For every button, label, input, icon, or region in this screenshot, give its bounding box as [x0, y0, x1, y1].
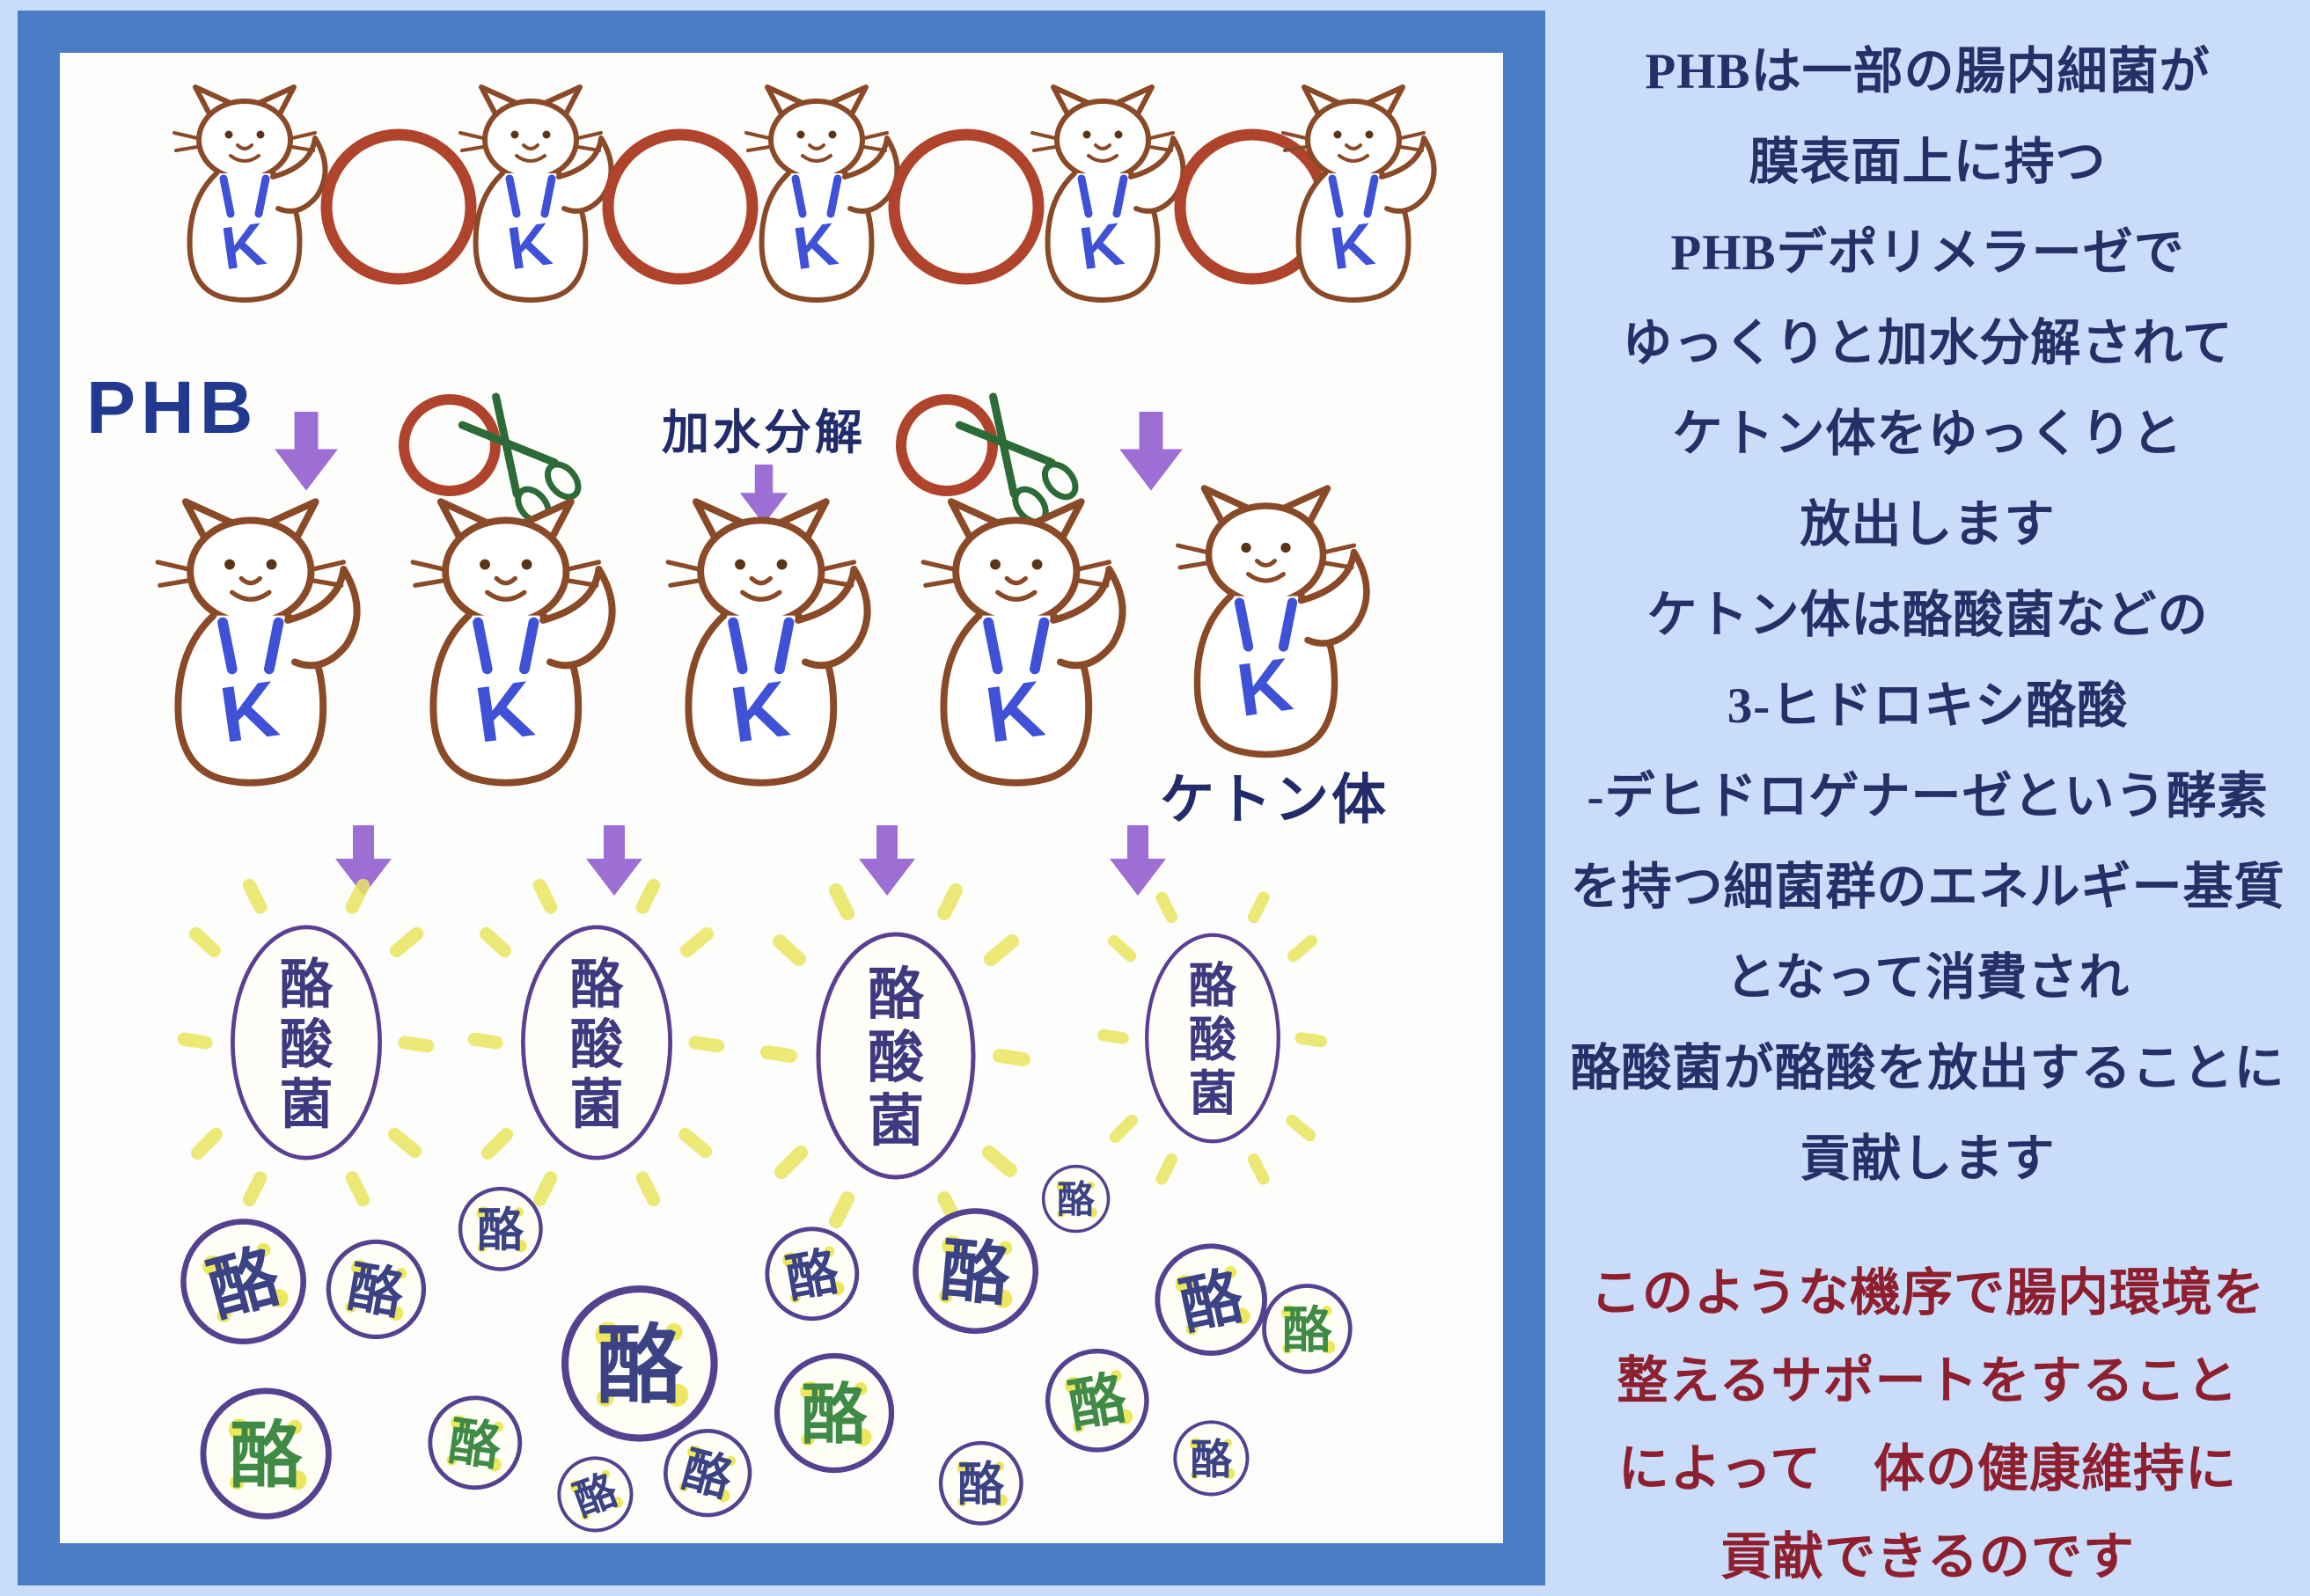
- bacteria-cell-icon: [184, 885, 427, 1199]
- phb-cat-icon: [1032, 87, 1184, 300]
- text-line: によって 体の健康維持に: [1617, 1440, 2238, 1497]
- down-arrow-icon: [1119, 412, 1183, 491]
- ketone-cat-icon: [1178, 488, 1367, 755]
- butyrate-molecule-icon: [546, 1446, 644, 1543]
- phb-label: PHB: [86, 366, 258, 449]
- text-line: 3-ヒドロキシ酪酸: [1727, 678, 2129, 734]
- butyrate-molecule-icon: [1173, 1420, 1250, 1497]
- ketone-cat-icon: [923, 501, 1122, 782]
- butyrate-molecule-icon: [460, 1189, 541, 1270]
- butyrate-molecule-icon: [203, 1391, 328, 1516]
- text-line: ゆっくりと加水分解されて: [1622, 316, 2233, 371]
- down-arrow-icon: [275, 412, 338, 491]
- butyrate-molecule-icon: [1148, 1236, 1274, 1363]
- down-arrow-icon: [586, 825, 642, 896]
- phb-cat-icon: [174, 87, 326, 300]
- bacteria-cell-icon: [1104, 897, 1321, 1179]
- phb-ring-icon: [608, 135, 752, 279]
- phb-cat-icon: [746, 87, 898, 300]
- conclusion-paragraph: このような機序で腸内環境を 整えるサポートをすること によって 体の健康維持に …: [1545, 1249, 2310, 1596]
- text-line: 貢献できるのです: [1720, 1528, 2135, 1585]
- butyrate-molecule-icon: [777, 1356, 891, 1470]
- ketone-cat-icon: [158, 501, 356, 782]
- text-line: 膜表面上に持つ: [1749, 135, 2107, 190]
- phb-ring-icon: [894, 135, 1038, 279]
- butyrate-molecule-icon: [1265, 1286, 1351, 1373]
- scissors-icon: [901, 391, 1082, 528]
- text-line: PHBは一部の腸内細菌が: [1645, 44, 2211, 99]
- text-line: 整えるサポートをすること: [1617, 1352, 2239, 1409]
- bacteria-cell-icon: [474, 885, 717, 1199]
- text-line: このような機序で腸内環境を: [1589, 1264, 2265, 1321]
- butyrate-molecule-icon: [1041, 1164, 1111, 1234]
- text-line: -デヒドロゲナーゼという酵素: [1587, 769, 2269, 824]
- text-line: 酪酸菌が酪酸を放出することに: [1570, 1041, 2285, 1096]
- illustration-panel: K: [18, 11, 1545, 1585]
- butyrate-molecule-icon: [911, 1206, 1041, 1336]
- butyrate-molecule-icon: [424, 1392, 525, 1493]
- text-line: を持つ細菌群のエネルギー基質: [1570, 860, 2285, 915]
- text-line: となって消費され: [1725, 950, 2130, 1006]
- hydrolysis-label: 加水分解: [662, 406, 866, 459]
- ketone-cat-icon: [668, 501, 867, 782]
- ketone-cat-icon: [413, 501, 612, 782]
- text-line: 貢献します: [1800, 1131, 2056, 1187]
- butyrate-molecule-icon: [170, 1208, 317, 1355]
- text-column: PHBは一部の腸内細菌が 膜表面上に持つ PHBデポリメラーゼで ゆっくりと加水…: [1545, 0, 2310, 1596]
- text-line: 放出します: [1800, 497, 2056, 553]
- phb-cat-icon: [460, 87, 612, 300]
- phb-illustration-svg: K: [86, 53, 1503, 1543]
- butyrate-molecule-icon: [656, 1422, 759, 1525]
- down-arrow-icon: [739, 465, 788, 524]
- bacteria-cell-icon: [767, 890, 1023, 1221]
- butyrate-molecule-icon: [941, 1443, 1022, 1524]
- butyrate-molecule-icon: [760, 1222, 864, 1326]
- phb-cat-icon: [1283, 87, 1434, 300]
- text-line: ケトン体は酪酸菌などの: [1646, 588, 2209, 643]
- butyrate-molecule-icon: [321, 1234, 431, 1344]
- butyrate-molecule-icon: [1040, 1343, 1155, 1458]
- phb-ring-icon: [326, 135, 471, 279]
- text-line: ケトン体をゆっくりと: [1672, 406, 2183, 462]
- ketone-label: ケトン体: [1160, 770, 1389, 831]
- illustration-canvas: K: [60, 53, 1503, 1543]
- butyrate-molecule-icon: [565, 1289, 715, 1439]
- down-arrow-icon: [1110, 825, 1166, 896]
- down-arrow-icon: [859, 825, 915, 896]
- description-paragraph: PHBは一部の腸内細菌が 膜表面上に持つ PHBデポリメラーゼで ゆっくりと加水…: [1545, 26, 2310, 1204]
- text-line: PHBデポリメラーゼで: [1670, 225, 2185, 281]
